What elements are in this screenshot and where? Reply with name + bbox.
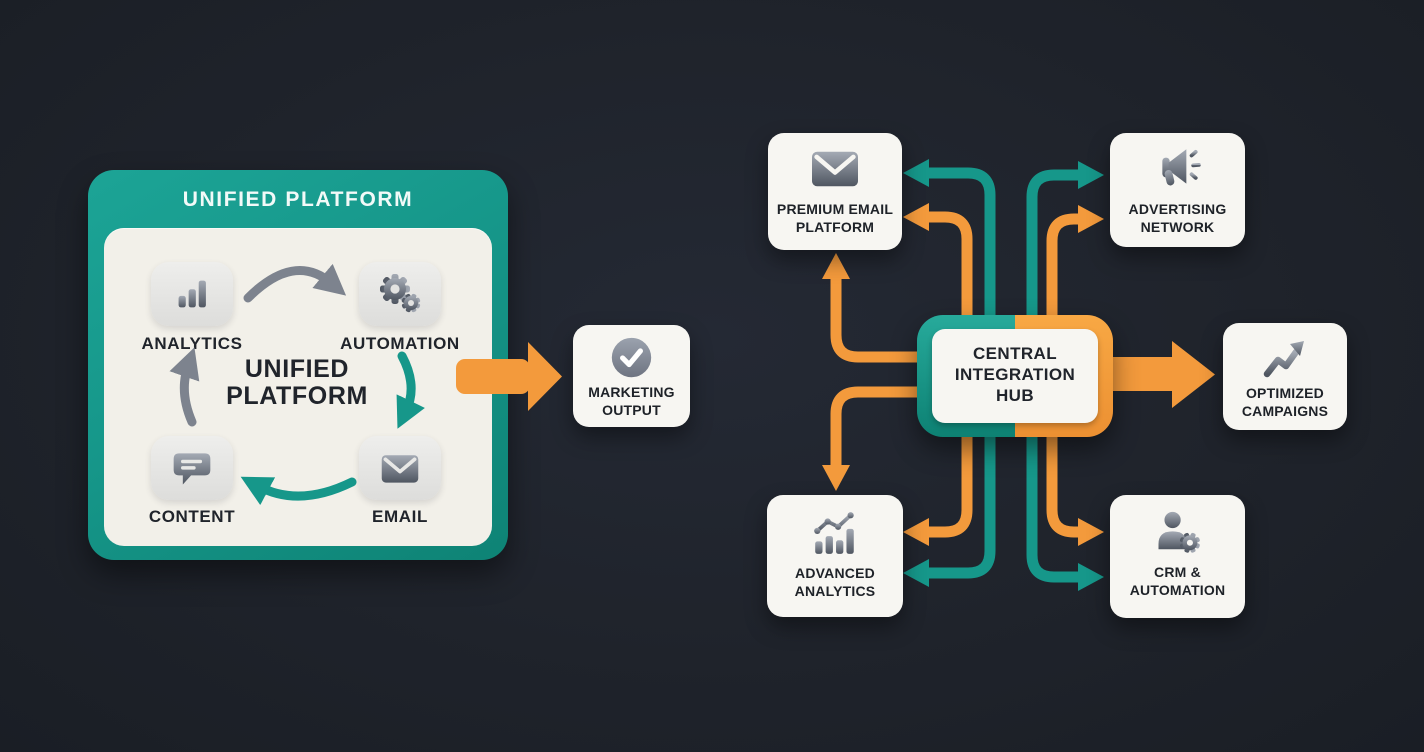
crm-automation-label: CRM & AUTOMATION	[1129, 564, 1226, 598]
unified-platform-center-label: UNIFIED PLATFORM	[226, 355, 368, 410]
hub-label: CENTRAL INTEGRATION HUB	[954, 344, 1076, 405]
optimized-campaigns-label: OPTIMIZED CAMPAIGNS	[1241, 385, 1329, 419]
advanced-analytics-label: ADVANCED ANALYTICS	[794, 565, 876, 599]
marketing-output-card: MARKETING OUTPUT	[573, 325, 690, 427]
bar-chart-icon	[169, 271, 215, 317]
unified-platform-panel-title: UNIFIED PLATFORM	[182, 188, 414, 211]
hub-output-arrow	[1098, 341, 1215, 408]
email-label: EMAIL	[372, 507, 428, 526]
analytics-tile	[151, 262, 233, 326]
premium-email-label: PREMIUM EMAIL PLATFORM	[776, 201, 894, 235]
optimized-campaigns-card: OPTIMIZED CAMPAIGNS	[1223, 323, 1347, 430]
content-label: CONTENT	[148, 507, 236, 526]
marketing-output-label: MARKETING OUTPUT	[588, 384, 675, 418]
advanced-analytics-card: ADVANCED ANALYTICS	[767, 495, 903, 617]
orange-up-line	[830, 279, 919, 363]
automation-label: AUTOMATION	[340, 334, 460, 353]
central-integration-hub: CENTRAL INTEGRATION HUB	[917, 315, 1113, 437]
megaphone-icon	[1152, 144, 1204, 192]
envelope-icon	[377, 447, 423, 489]
advertising-network-card: ADVERTISING NETWORK	[1110, 133, 1245, 247]
analytics-label: ANALYTICS	[141, 334, 243, 353]
person-gear-icon	[1152, 509, 1204, 557]
gears-icon	[376, 270, 424, 318]
orange-down-line	[830, 386, 919, 465]
content-tile	[151, 436, 233, 500]
crm-automation-card: CRM & AUTOMATION	[1110, 495, 1245, 618]
chat-bubble-icon	[170, 446, 214, 490]
check-circle-icon	[609, 335, 654, 380]
trend-up-icon	[1261, 335, 1309, 379]
email-tile	[359, 436, 441, 500]
automation-tile	[359, 262, 441, 326]
envelope-icon	[807, 146, 863, 192]
premium-email-card: PREMIUM EMAIL PLATFORM	[768, 133, 902, 250]
chart-trend-icon	[810, 509, 860, 557]
advertising-network-label: ADVERTISING NETWORK	[1128, 201, 1227, 235]
